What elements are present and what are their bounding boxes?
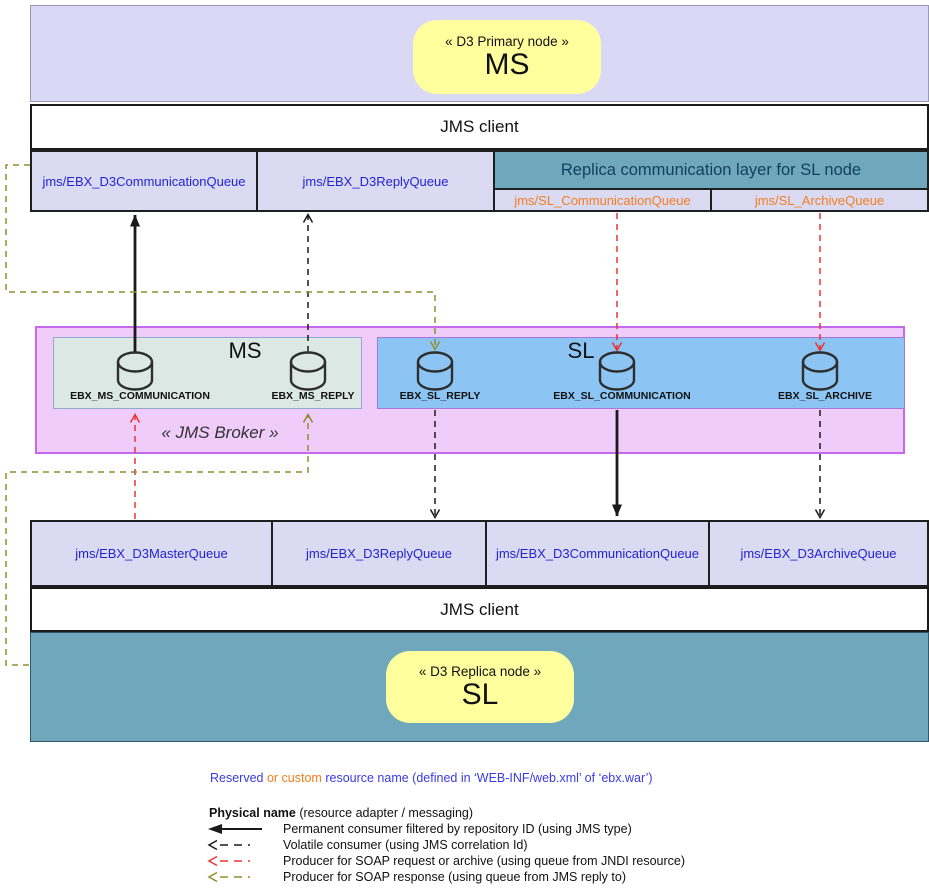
legend-physical-bold: Physical name bbox=[209, 806, 296, 820]
queue-ebx-d3communicationqueue-top: jms/EBX_D3CommunicationQueue bbox=[30, 150, 258, 212]
queue-sl-communicationqueue: jms/SL_CommunicationQueue bbox=[495, 190, 712, 210]
queue-label: jms/EBX_D3ReplyQueue bbox=[306, 546, 452, 561]
primary-node-box: « D3 Primary node » MS bbox=[30, 5, 929, 102]
legend-row-label: Producer for SOAP response (using queue … bbox=[283, 870, 626, 884]
legend-row-label: Volatile consumer (using JMS correlation… bbox=[283, 838, 528, 852]
physical-queue-ebx-sl-reply: EBX_SL_REPLY bbox=[399, 390, 481, 402]
queue-label: jms/EBX_D3MasterQueue bbox=[75, 546, 228, 561]
legend-resource-rest-text: resource name (defined in ‘WEB-INF/web.x… bbox=[325, 771, 653, 785]
legend-row-label: Permanent consumer filtered by repositor… bbox=[283, 822, 632, 836]
queue-label: jms/EBX_D3CommunicationQueue bbox=[495, 546, 700, 561]
legend-physical-name: Physical name (resource adapter / messag… bbox=[209, 806, 473, 820]
queue-label: jms/EBX_D3CommunicationQueue bbox=[42, 173, 246, 189]
replica-layer-title: Replica communication layer for SL node bbox=[495, 152, 927, 190]
broker-sl-label: SL bbox=[567, 338, 595, 363]
physical-queue-ebx-sl-communication: EBX_SL_COMMUNICATION bbox=[553, 390, 691, 402]
dashed-olive-arrow-icon bbox=[207, 871, 250, 883]
primary-node-name: MS bbox=[484, 47, 530, 81]
solid-black-arrow-icon bbox=[208, 824, 262, 834]
queue-ebx-d3replyqueue-bottom: jms/EBX_D3ReplyQueue bbox=[271, 520, 487, 587]
queue-sl-archivequeue: jms/SL_ArchiveQueue bbox=[754, 192, 885, 208]
physical-queue-ebx-ms-communication: EBX_MS_COMMUNICATION bbox=[70, 390, 210, 402]
legend-row-producer-request: Producer for SOAP request or archive (us… bbox=[206, 853, 685, 869]
broker-ms-label: MS bbox=[228, 338, 262, 363]
legend-row-producer-response: Producer for SOAP response (using queue … bbox=[206, 869, 626, 885]
legend-physical-rest: (resource adapter / messaging) bbox=[295, 806, 474, 820]
jms-client-bottom-label: JMS client bbox=[440, 599, 519, 619]
physical-queue-ebx-sl-archive: EBX_SL_ARCHIVE bbox=[778, 390, 872, 402]
dashed-red-arrow-icon bbox=[207, 855, 250, 867]
jms-broker-stereotype: « JMS Broker » bbox=[161, 423, 279, 442]
queue-label: jms/EBX_D3ReplyQueue bbox=[302, 173, 449, 189]
queue-ebx-d3masterqueue: jms/EBX_D3MasterQueue bbox=[30, 520, 273, 587]
legend-resource-note: Reserved or custom resource name (define… bbox=[210, 771, 653, 785]
legend-row-permanent-consumer: Permanent consumer filtered by repositor… bbox=[206, 821, 632, 837]
queue-ebx-d3replyqueue-top: jms/EBX_D3ReplyQueue bbox=[256, 150, 495, 212]
physical-queue-ebx-ms-reply: EBX_MS_REPLY bbox=[271, 390, 355, 402]
replica-layer-queues: jms/SL_CommunicationQueue jms/SL_Archive… bbox=[495, 190, 927, 210]
legend-row-volatile-consumer: Volatile consumer (using JMS correlation… bbox=[206, 837, 528, 853]
primary-node-badge: « D3 Primary node » MS bbox=[413, 20, 601, 94]
legend-row-label: Producer for SOAP request or archive (us… bbox=[283, 854, 686, 868]
queue-ebx-d3archivequeue: jms/EBX_D3ArchiveQueue bbox=[708, 520, 929, 587]
jms-client-top-label: JMS client bbox=[440, 117, 519, 136]
replica-node-box: « D3 Replica node » SL bbox=[30, 632, 929, 742]
legend-custom-text: or custom bbox=[263, 771, 326, 785]
replica-node-stereotype: « D3 Replica node » bbox=[418, 663, 542, 679]
queue-label: jms/EBX_D3ArchiveQueue bbox=[740, 546, 897, 561]
queue-ebx-d3communicationqueue-bottom: jms/EBX_D3CommunicationQueue bbox=[485, 520, 710, 587]
primary-node-stereotype: « D3 Primary node » bbox=[445, 33, 569, 49]
replica-communication-layer: Replica communication layer for SL node … bbox=[493, 150, 929, 212]
jms-client-bar-top: JMS client bbox=[30, 104, 929, 150]
dashed-black-arrow-icon bbox=[207, 839, 250, 851]
replica-node-badge: « D3 Replica node » SL bbox=[386, 651, 574, 723]
jms-client-bar-bottom: JMS client bbox=[30, 587, 929, 632]
replica-node-name: SL bbox=[461, 677, 499, 711]
legend-reserved-text: Reserved bbox=[210, 771, 264, 785]
